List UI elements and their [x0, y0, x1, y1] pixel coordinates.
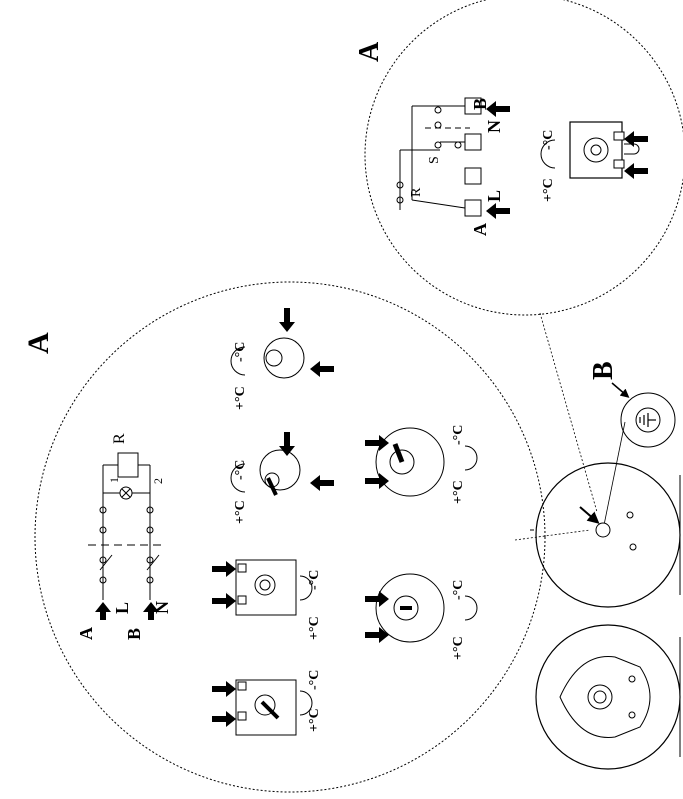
schematic-top-labels: A B L N R S: [409, 98, 504, 236]
minus-temp-label: -°C: [307, 670, 322, 690]
terminal-a-label: A: [76, 627, 96, 640]
terminal-a-label: A: [470, 223, 490, 236]
detail-circle-top-a: A: [354, 0, 683, 316]
thermostat-unit-6: +°C -°C: [365, 425, 478, 504]
switch-label: S: [427, 156, 442, 164]
thermostat-knob-icon: [264, 472, 280, 496]
resistor-icon: [117, 452, 139, 478]
thermostat-unit-5: +°C -°C: [365, 573, 478, 660]
minus-temp-label: -°C: [307, 570, 322, 590]
minus-temp-label: -°C: [451, 425, 466, 445]
thermostat-knob-icon: [265, 349, 283, 367]
minus-temp-label: -°C: [233, 342, 248, 362]
ground-icon: [635, 407, 661, 433]
line-l-label: L: [112, 602, 132, 614]
detail-top-a-label: A: [354, 41, 385, 62]
circuit-schematic-a: [88, 452, 165, 600]
detail-circle-a: A: [22, 281, 546, 793]
schematic-a-labels: A B L N R 1 2: [76, 433, 172, 640]
detail-b-label: B: [588, 361, 619, 380]
minus-temp-label: -°C: [451, 580, 466, 600]
thermostat-unit-1: +°C -°C: [212, 670, 322, 736]
thermostat-unit-2: +°C -°C: [212, 559, 322, 640]
plus-temp-label: +°C: [541, 178, 556, 202]
lamp-1-label: 1: [107, 477, 121, 483]
terminal-b-label: B: [124, 628, 144, 640]
circuit-schematic-top: [396, 97, 482, 217]
resistor-label: R: [409, 187, 424, 197]
appliance-view-1: [530, 462, 681, 608]
plus-temp-label: +°C: [307, 708, 322, 732]
schematic-a-arrows: [95, 602, 159, 620]
appliance-view-2: [535, 624, 681, 770]
lamp-icon: [119, 486, 133, 500]
minus-temp-label: -°C: [233, 460, 248, 480]
plus-temp-label: +°C: [233, 500, 248, 524]
thermostat-unit-3: +°C -°C: [230, 432, 334, 524]
line-l-label: L: [484, 190, 504, 202]
detail-circle-b: B: [588, 361, 676, 531]
thermostat-unit-top: +°C -°C: [540, 121, 648, 202]
plus-temp-label: +°C: [451, 636, 466, 660]
plus-temp-label: +°C: [451, 480, 466, 504]
thermostat-knob-icon: [254, 574, 276, 596]
terminal-b-label: B: [470, 98, 490, 110]
thermostat-unit-4: +°C -°C: [230, 308, 334, 410]
thermostat-knob-icon: [254, 694, 280, 720]
line-n-label: N: [484, 120, 504, 133]
detail-a-label: A: [22, 332, 55, 354]
resistor-label: R: [111, 433, 128, 444]
lamp-2-label: 2: [151, 478, 165, 484]
minus-temp-label: -°C: [541, 130, 556, 150]
plus-temp-label: +°C: [307, 616, 322, 640]
plus-temp-label: +°C: [233, 386, 248, 410]
schematic-top-arrows: [486, 101, 510, 219]
